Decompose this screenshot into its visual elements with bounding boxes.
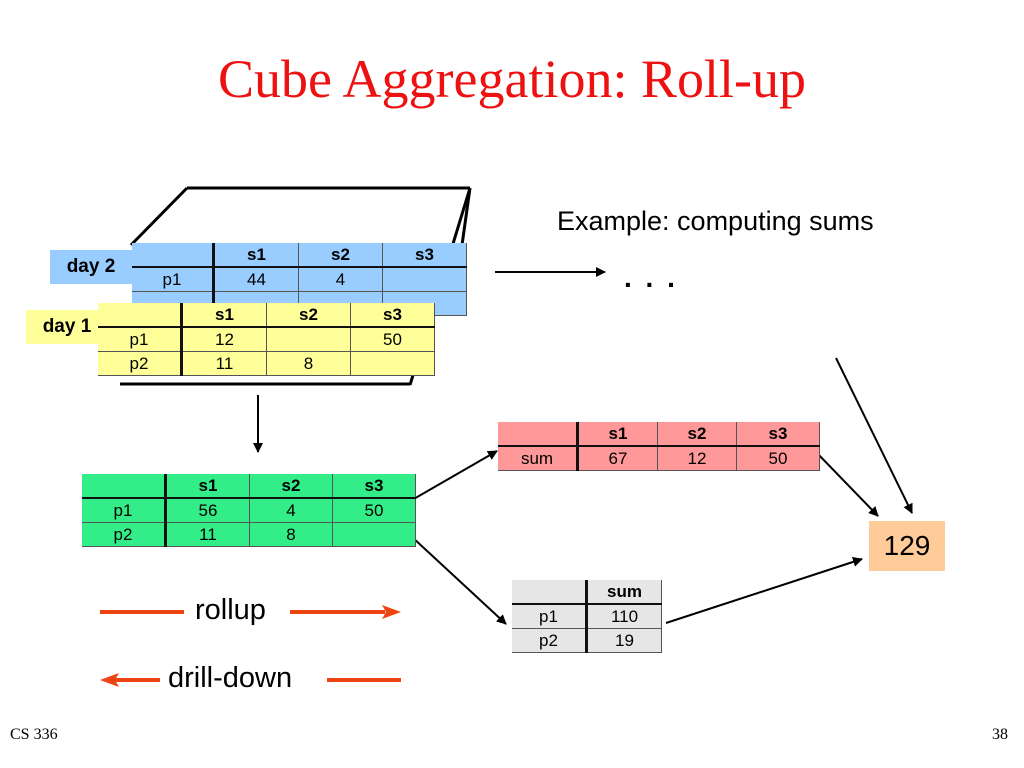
column-header-cell bbox=[498, 422, 579, 447]
column-header-cell: s3 bbox=[332, 474, 416, 499]
column-header-cell bbox=[82, 474, 167, 499]
table-header-row: sum bbox=[512, 580, 662, 605]
value-cell: 4 bbox=[249, 498, 333, 523]
value-cell: 12 bbox=[657, 446, 737, 471]
column-header-cell: s3 bbox=[350, 303, 435, 328]
arrow-rollup-to-sum-row bbox=[411, 450, 498, 501]
column-header-cell: s1 bbox=[165, 474, 250, 499]
value-cell bbox=[266, 327, 351, 352]
value-cell bbox=[382, 267, 467, 292]
slide-title: Cube Aggregation: Roll-up bbox=[218, 49, 806, 109]
value-cell: 50 bbox=[736, 446, 820, 471]
arrow-sum-col-to-total bbox=[665, 557, 863, 624]
row-header-cell: p2 bbox=[82, 522, 167, 547]
row-header-cell: sum bbox=[498, 446, 579, 471]
example-caption: Example: computing sums bbox=[557, 206, 874, 236]
row-header-cell: p1 bbox=[98, 327, 183, 352]
drilldown-legend-label: drill-down bbox=[168, 662, 293, 694]
value-cell: 19 bbox=[586, 628, 662, 653]
value-cell: 11 bbox=[181, 351, 267, 376]
value-cell: 8 bbox=[266, 351, 351, 376]
row-header-cell: p2 bbox=[512, 628, 588, 653]
column-header-cell: s1 bbox=[181, 303, 267, 328]
value-cell: 8 bbox=[249, 522, 333, 547]
value-cell: 50 bbox=[332, 498, 416, 523]
column-header-cell: s2 bbox=[249, 474, 333, 499]
total-result: 129 bbox=[869, 521, 945, 571]
column-header-cell: s2 bbox=[266, 303, 351, 328]
row-header-cell: p1 bbox=[82, 498, 167, 523]
footer-page-number: 38 bbox=[992, 726, 1008, 743]
value-cell: 56 bbox=[165, 498, 250, 523]
row-header-cell: p1 bbox=[132, 267, 215, 292]
column-header-cell bbox=[98, 303, 183, 328]
column-header-cell bbox=[132, 243, 215, 268]
day2-label: day 2 bbox=[50, 250, 132, 284]
value-cell bbox=[350, 351, 435, 376]
value-cell: 11 bbox=[165, 522, 250, 547]
footer-course: CS 336 bbox=[10, 726, 58, 743]
column-header-cell: s1 bbox=[213, 243, 299, 268]
column-header-cell: s2 bbox=[298, 243, 383, 268]
drilldown-arrow-head bbox=[100, 673, 119, 687]
value-cell: 110 bbox=[586, 604, 662, 629]
column-header-cell: s2 bbox=[657, 422, 737, 447]
value-cell: 12 bbox=[181, 327, 267, 352]
value-cell: 67 bbox=[577, 446, 658, 471]
day1-label: day 1 bbox=[26, 310, 108, 344]
arrow-sum-row-to-total bbox=[815, 451, 879, 517]
arrow-ellipsis-to-total bbox=[835, 357, 913, 514]
value-cell: 50 bbox=[350, 327, 435, 352]
column-header-cell: sum bbox=[586, 580, 662, 605]
ellipsis: . . . bbox=[624, 262, 678, 293]
value-cell bbox=[332, 522, 416, 547]
value-cell: 4 bbox=[298, 267, 383, 292]
cube-edge-left bbox=[129, 186, 189, 247]
column-header-cell: s3 bbox=[382, 243, 467, 268]
value-cell: 44 bbox=[213, 267, 299, 292]
row-header-cell: p2 bbox=[98, 351, 183, 376]
rollup-arrow-head bbox=[382, 605, 401, 619]
rollup-legend-label: rollup bbox=[195, 594, 266, 626]
column-header-cell: s1 bbox=[577, 422, 658, 447]
arrow-rollup-to-sum-col bbox=[411, 536, 507, 625]
column-header-cell bbox=[512, 580, 588, 605]
row-header-cell: p1 bbox=[512, 604, 588, 629]
column-header-cell: s3 bbox=[736, 422, 820, 447]
